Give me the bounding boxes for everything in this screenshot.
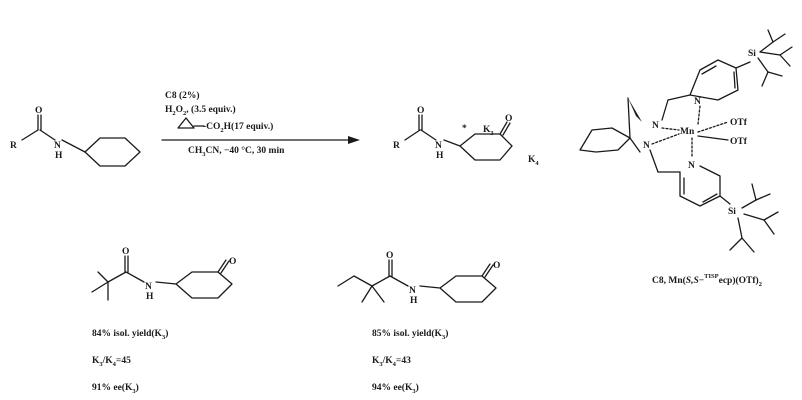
oxidant-text: H2O2, (3.5 equiv.) xyxy=(165,104,236,117)
amine-n-bottom-label: N xyxy=(643,141,650,151)
manganese-label: Mn xyxy=(680,127,695,137)
acid-additive: -CO2H(17 equiv.) xyxy=(203,121,273,134)
solvent-temperature: CH3CN, −40 °C, 30 min xyxy=(188,145,285,158)
k3-position-label: K3 xyxy=(483,125,494,137)
result-1-h-label: H xyxy=(146,292,154,302)
result-2-ketone-o-label: O xyxy=(493,261,500,271)
result-2-ee: 94% ee(K3) xyxy=(372,382,419,395)
reactant-structure: R O N H xyxy=(10,106,141,167)
otf-ligand-2: OTf xyxy=(730,137,748,147)
reaction-conditions: C8 (2%) H2O2, (3.5 equiv.) -CO2H(17 equi… xyxy=(161,90,360,158)
result-2-yield: 85% isol. yield(K3) xyxy=(372,328,448,341)
result-1-structure: O N H O xyxy=(91,247,236,302)
result-1-ee: 91% ee(K3) xyxy=(92,382,139,395)
result-1-yield: 84% isol. yield(K3) xyxy=(92,328,168,341)
otf-ligand-1: OTf xyxy=(730,118,748,128)
stereocenter-star: * xyxy=(462,124,467,134)
result-2-h-label: H xyxy=(410,296,418,306)
reactant-n-label: N xyxy=(54,141,61,151)
si-top-label: Si xyxy=(748,49,756,59)
product-r-label: R xyxy=(393,141,400,151)
result-2-selectivity-ratio: K3/K4=43 xyxy=(372,356,411,368)
product-n-label: N xyxy=(435,141,442,151)
result-1-n-label: N xyxy=(145,282,152,292)
reactant-h-label: H xyxy=(55,151,63,161)
reactant-r-label: R xyxy=(10,141,17,151)
result-1-ketone-o-label: O xyxy=(229,257,236,267)
product-h-label: H xyxy=(436,151,444,161)
result-1-selectivity-ratio: K3/K4=45 xyxy=(92,356,131,368)
result-1-o-label: O xyxy=(122,247,129,257)
amine-n-top-label: N xyxy=(652,121,659,131)
result-2-structure: O N H O xyxy=(337,251,500,306)
product-structure: R O N H * O K3 K4 xyxy=(393,106,539,167)
catalyst-caption: C8, Mn(S,S−TISPecp)(OTf)2 xyxy=(652,273,762,288)
k4-position-label: K4 xyxy=(528,155,539,167)
result-2-n-label: N xyxy=(409,286,416,296)
reactant-o-label: O xyxy=(35,106,42,116)
catalyst-loading: C8 (2%) xyxy=(165,90,200,101)
product-o-label: O xyxy=(417,106,424,116)
result-2-o-label: O xyxy=(386,251,393,261)
catalyst-structure: Si N N Mn N OTf OTf N Si xyxy=(579,29,793,288)
product-ketone-o-label: O xyxy=(505,114,512,124)
pyridine-n-bottom-label: N xyxy=(688,161,695,171)
pyridine-n-top-label: N xyxy=(694,97,701,107)
cyclopropane-icon xyxy=(177,117,195,129)
si-bottom-label: Si xyxy=(728,207,736,217)
arrowhead-icon xyxy=(348,136,360,144)
